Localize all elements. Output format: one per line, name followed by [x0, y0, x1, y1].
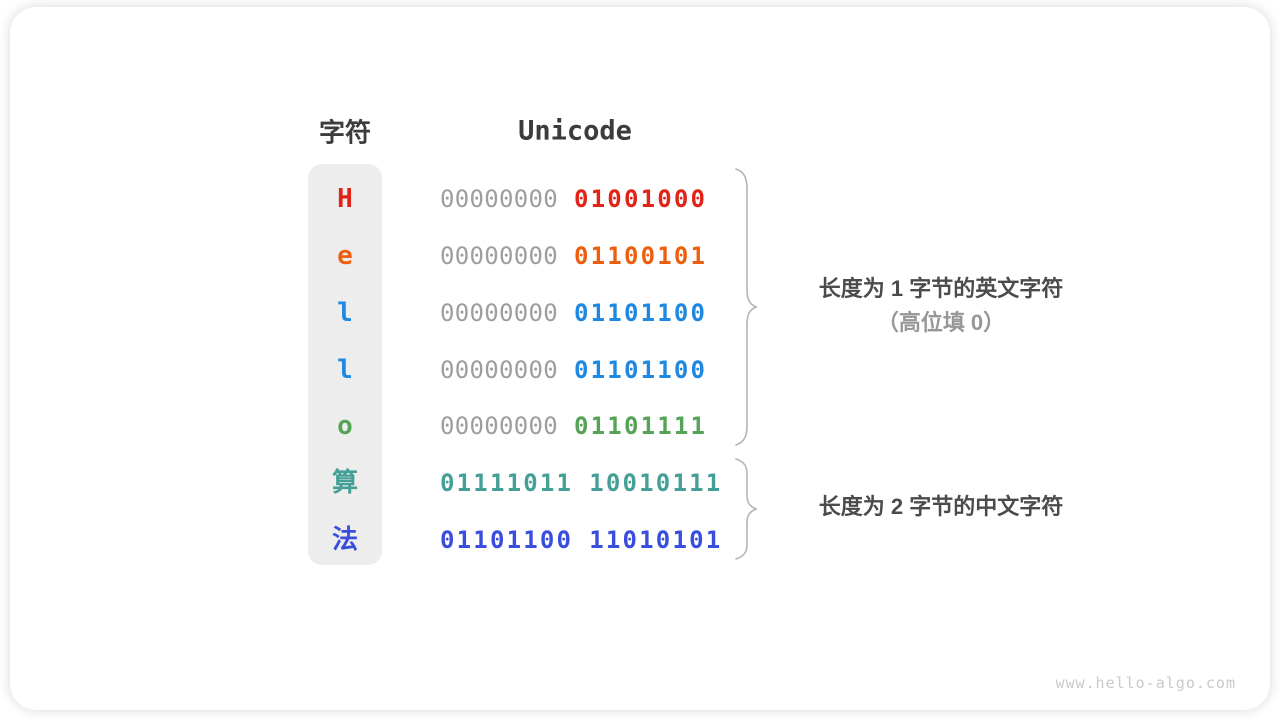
diagram-card: 字符 Unicode H 00000000 01001000 e 0000000…: [10, 7, 1270, 710]
unicode-bytes-cell: 00000000 01001000: [440, 179, 707, 219]
unicode-byte-low: 01101111: [574, 412, 708, 440]
character-column-background: [308, 164, 382, 565]
unicode-bytes-cell: 01111011 10010111: [440, 463, 722, 503]
one-byte-annotation-line2: （高位填 0）: [876, 310, 1006, 335]
one-byte-group-brace: [735, 168, 759, 446]
character-cell: o: [337, 411, 353, 441]
table-row: l 00000000 01101100: [10, 293, 1270, 333]
unicode-byte-high: 00000000: [440, 185, 558, 213]
character-cell: 法: [331, 525, 358, 555]
unicode-byte-high: 00000000: [440, 242, 558, 270]
column-header-unicode: Unicode: [518, 115, 632, 147]
unicode-byte-low: 01001000: [574, 185, 708, 213]
unicode-bytes-cell: 00000000 01100101: [440, 236, 707, 276]
table-row: e 00000000 01100101: [10, 236, 1270, 276]
unicode-byte-low: 10010111: [589, 469, 723, 497]
two-byte-annotation-line1: 长度为 2 字节的中文字符: [818, 494, 1064, 519]
website-watermark: www.hello-algo.com: [1055, 674, 1236, 692]
table-row: l 00000000 01101100: [10, 350, 1270, 390]
unicode-bytes-cell: 00000000 01101111: [440, 406, 707, 446]
character-cell: e: [337, 241, 353, 271]
character-cell: H: [337, 184, 353, 214]
table-row: 法 01101100 11010101: [10, 520, 1270, 560]
column-header-character: 字符: [318, 117, 371, 148]
unicode-byte-low: 01100101: [574, 242, 708, 270]
unicode-bytes-cell: 01101100 11010101: [440, 520, 722, 560]
unicode-byte-low: 01101100: [574, 356, 708, 384]
unicode-byte-high: 01101100: [440, 526, 574, 554]
two-byte-group-brace: [735, 458, 759, 560]
character-cell: l: [337, 298, 353, 328]
unicode-byte-low: 01101100: [574, 299, 708, 327]
character-cell: 算: [331, 468, 358, 498]
unicode-bytes-cell: 00000000 01101100: [440, 350, 707, 390]
unicode-byte-high: 00000000: [440, 299, 558, 327]
table-row: 算 01111011 10010111: [10, 463, 1270, 503]
character-cell: l: [337, 355, 353, 385]
unicode-byte-high: 00000000: [440, 412, 558, 440]
unicode-byte-low: 11010101: [589, 526, 723, 554]
unicode-byte-high: 00000000: [440, 356, 558, 384]
one-byte-annotation-line1: 长度为 1 字节的英文字符: [818, 276, 1064, 301]
unicode-byte-high: 01111011: [440, 469, 574, 497]
table-row: o 00000000 01101111: [10, 406, 1270, 446]
table-row: H 00000000 01001000: [10, 179, 1270, 219]
one-byte-annotation: 长度为 1 字节的英文字符 （高位填 0）: [780, 272, 1102, 340]
unicode-bytes-cell: 00000000 01101100: [440, 293, 707, 333]
two-byte-annotation: 长度为 2 字节的中文字符: [780, 490, 1102, 524]
